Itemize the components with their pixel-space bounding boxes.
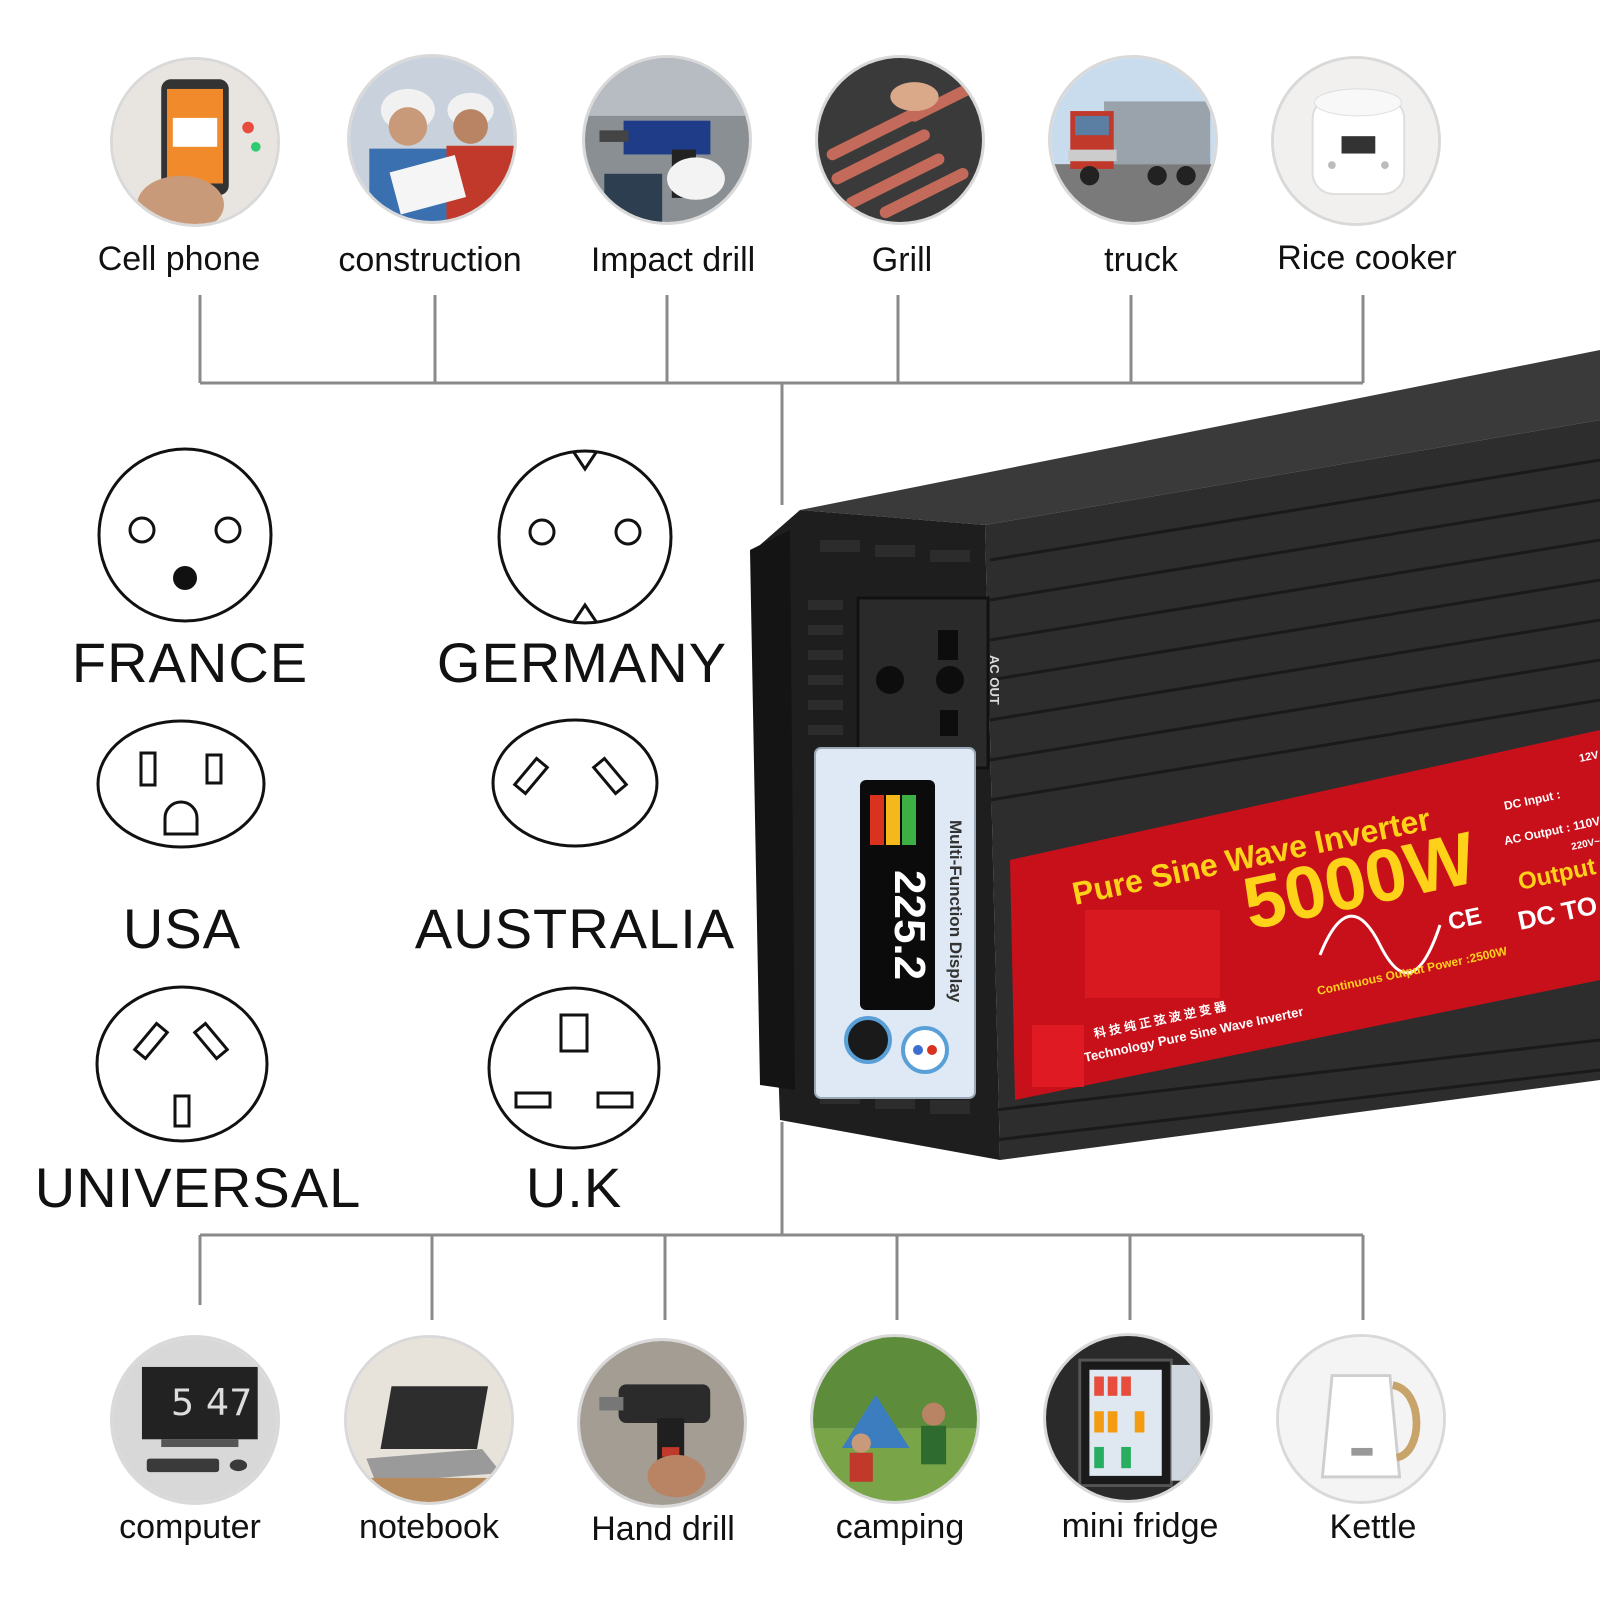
- construction-photo: [347, 54, 517, 224]
- usa-socket-icon: [95, 718, 267, 850]
- cell-phone-photo: [110, 57, 280, 227]
- grill-photo: [815, 55, 985, 225]
- country-label-universal: UNIVERSAL: [34, 1156, 362, 1219]
- rice-cooker-photo: [1271, 56, 1441, 226]
- svg-text:5 47: 5 47: [171, 1381, 253, 1424]
- app-label-mini-fridge: mini fridge: [1061, 1507, 1219, 1545]
- kettle-photo: [1276, 1334, 1446, 1504]
- country-label-usa: USA: [122, 897, 242, 960]
- app-label-impact-drill: Impact drill: [590, 241, 756, 279]
- app-label-computer: computer: [119, 1508, 261, 1546]
- universal-socket-icon: [94, 984, 270, 1144]
- inverter-product: Pure Sine Wave Inverter 5000W CE Continu…: [750, 350, 1600, 1160]
- impact-drill-photo: [582, 55, 752, 225]
- app-label-kettle: Kettle: [1329, 1508, 1417, 1546]
- display-label: Multi-Function Display: [946, 820, 965, 1003]
- display-readout: 225.2: [885, 870, 934, 980]
- australia-socket-icon: [490, 717, 660, 849]
- app-label-construction: construction: [338, 241, 522, 279]
- app-label-cell-phone: Cell phone: [97, 240, 261, 278]
- truck-photo: [1048, 55, 1218, 225]
- country-label-australia: AUSTRALIA: [414, 897, 736, 960]
- country-label-germany: GERMANY: [436, 631, 728, 694]
- dc-input-value: 12V: [1578, 749, 1600, 765]
- app-label-rice-cooker: Rice cooker: [1277, 239, 1457, 277]
- mini-fridge-photo: [1043, 1333, 1213, 1503]
- france-socket-icon: [95, 445, 275, 625]
- app-label-truck: truck: [1104, 241, 1178, 279]
- computer-photo: 5 47: [110, 1335, 280, 1505]
- uk-socket-icon: [486, 985, 662, 1151]
- app-label-camping: camping: [835, 1508, 965, 1546]
- app-label-notebook: notebook: [359, 1508, 499, 1546]
- app-label-grill: Grill: [871, 241, 933, 279]
- app-label-hand-drill: Hand drill: [591, 1510, 735, 1548]
- notebook-photo: [344, 1335, 514, 1505]
- country-label-france: FRANCE: [71, 631, 309, 694]
- country-label-uk: U.K: [525, 1156, 623, 1219]
- germany-socket-icon: [495, 447, 675, 627]
- ac-out-label: AC OUT: [987, 655, 1002, 705]
- hand-drill-photo: [577, 1338, 747, 1508]
- camping-photo: [810, 1334, 980, 1504]
